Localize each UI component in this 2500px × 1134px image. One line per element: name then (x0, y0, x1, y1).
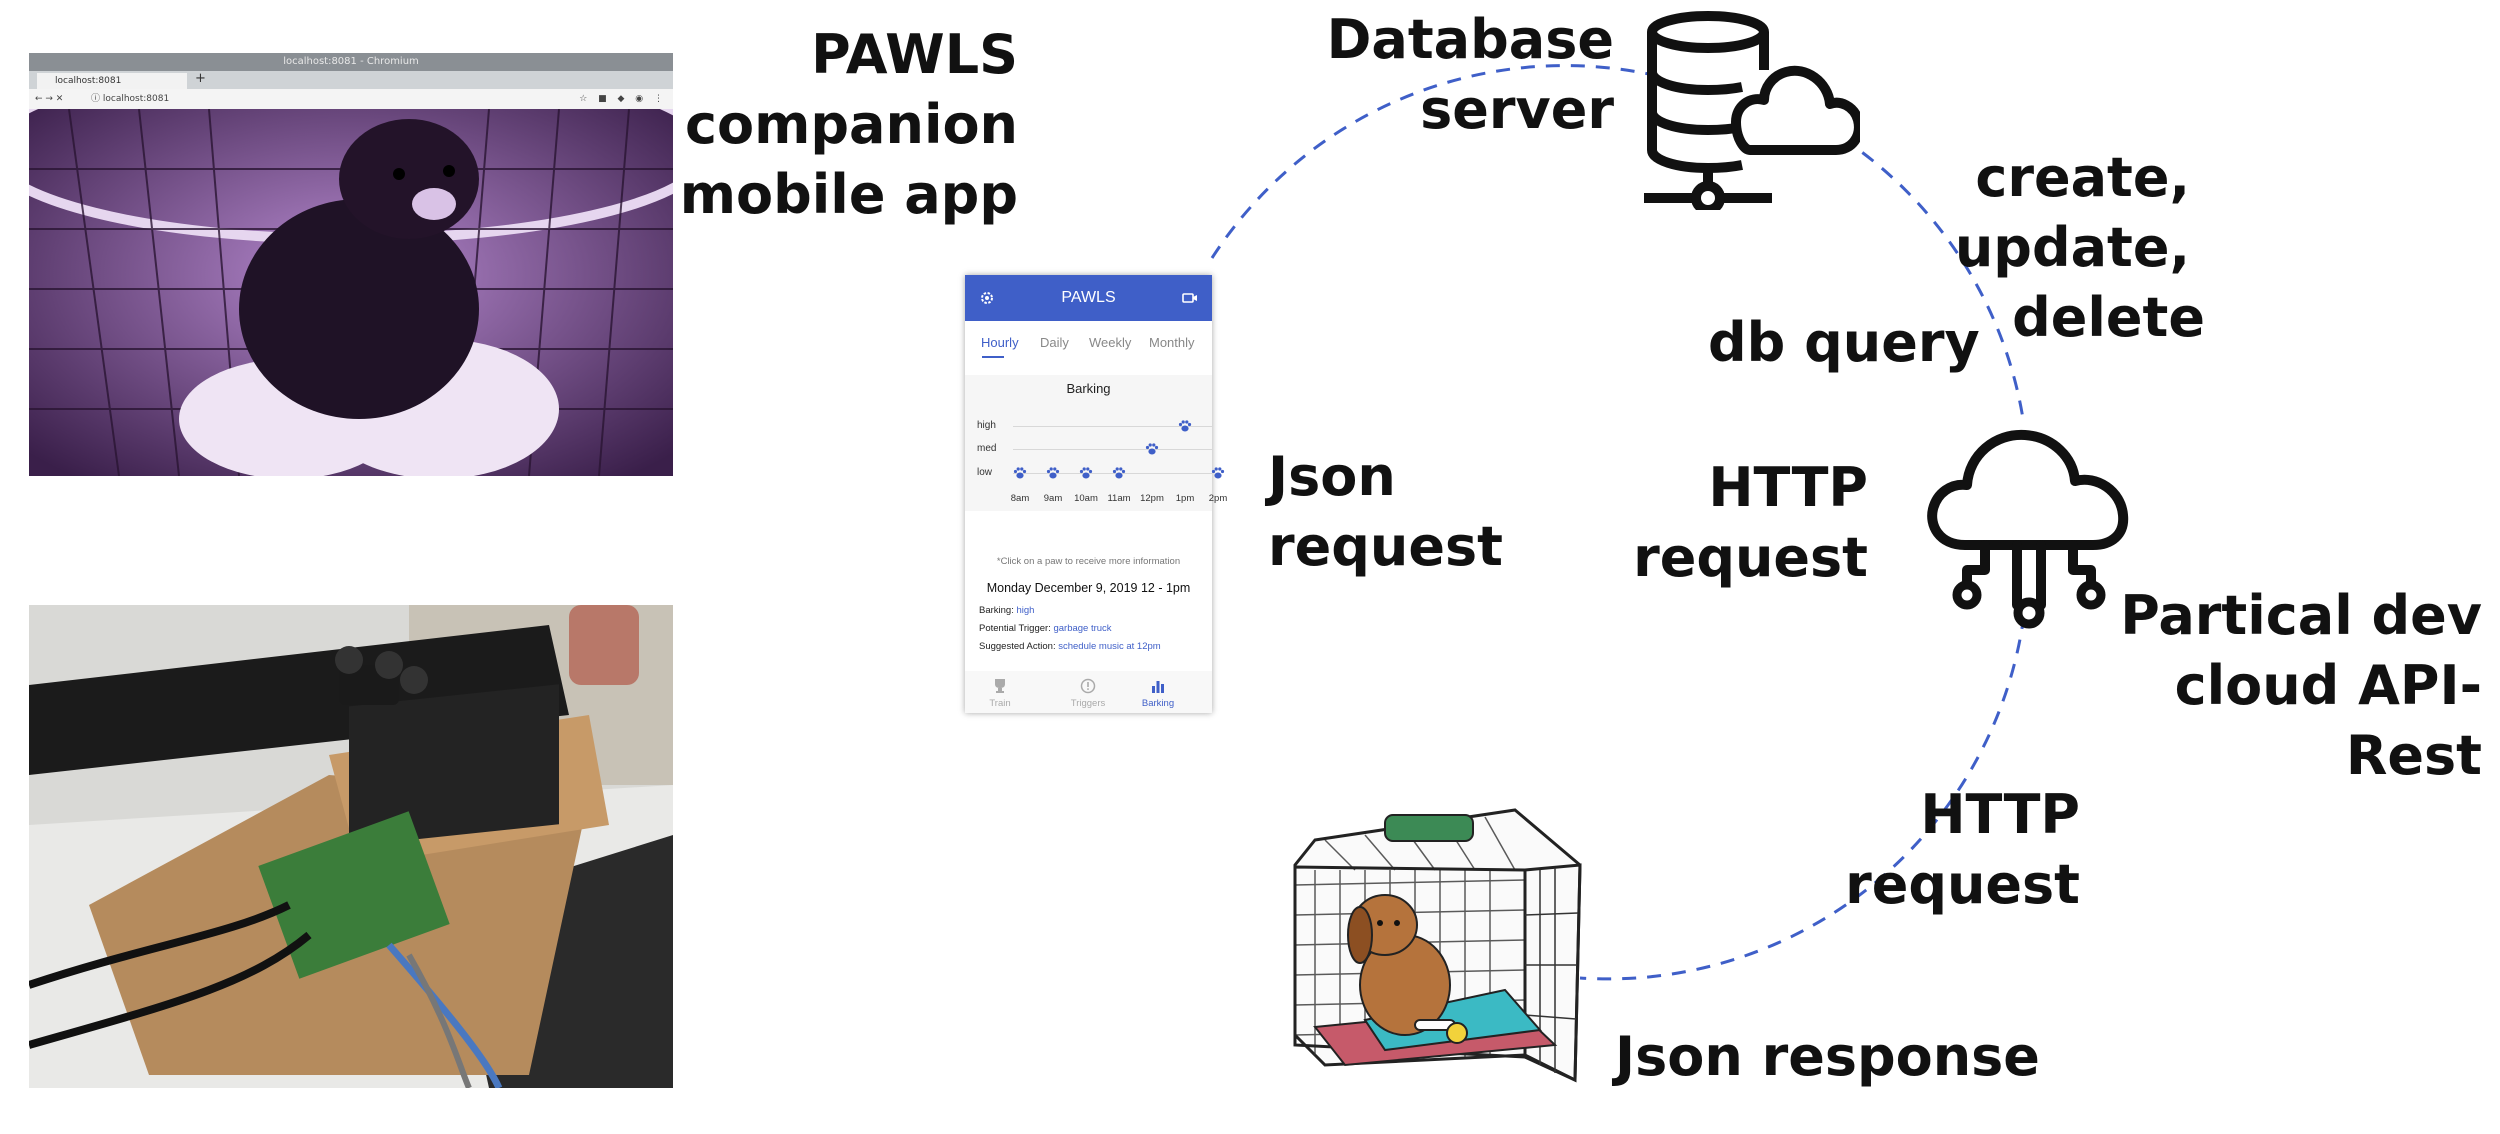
paw-icon[interactable] (1112, 466, 1126, 480)
detail-barking-value: high (1016, 605, 1035, 616)
x-tick-label: 8am (1010, 493, 1030, 504)
detail-trigger-value[interactable]: garbage truck (1053, 623, 1112, 634)
browser-tab[interactable]: localhost:8081 (37, 73, 187, 89)
arc-database-to-cloud (1841, 136, 2026, 426)
label-database-server: Database server (1300, 5, 1614, 145)
browser-camera-screenshot: localhost:8081 - Chromium localhost:8081… (29, 53, 673, 476)
dog-crate-icon (1293, 808, 1582, 1083)
browser-nav-buttons[interactable]: ← → ✕ (35, 94, 64, 104)
browser-tabbar: localhost:8081 + (29, 71, 673, 89)
label-cud-line1: create, (1975, 146, 2190, 209)
label-cloud-api-line1: Partical dev (2120, 584, 2482, 647)
arc-app-to-database (1210, 64, 1659, 259)
browser-url[interactable]: ⓘ localhost:8081 (91, 94, 170, 104)
hardware-setup-photo (29, 605, 673, 1088)
label-cud-line3: delete (2012, 286, 2205, 349)
nav-barking-label: Barking (1141, 698, 1175, 709)
level-label-high: high (977, 420, 996, 431)
nav-train-label: Train (989, 698, 1011, 709)
gridline-low (1013, 473, 1212, 474)
paw-icon[interactable] (1211, 466, 1225, 480)
detail-barking-label: Barking: (979, 605, 1014, 616)
gear-icon[interactable] (979, 290, 995, 306)
label-http-request-2-line1: HTTP (1920, 783, 2080, 846)
label-json-request-line2: request (1268, 515, 1503, 578)
level-label-med: med (977, 443, 997, 454)
app-header: PAWLS (965, 275, 1212, 321)
video-camera-icon[interactable] (1182, 292, 1198, 304)
detail-action-value[interactable]: schedule music at 12pm (1058, 641, 1161, 652)
label-create-update-delete: create, update, delete (1900, 143, 2205, 353)
tab-monthly[interactable]: Monthly (1149, 335, 1195, 350)
label-http-request-1-line1: HTTP (1708, 456, 1868, 519)
active-tab-indicator (982, 356, 1004, 358)
tab-hourly[interactable]: Hourly (981, 335, 1019, 350)
detail-trigger-label: Potential Trigger: (979, 623, 1051, 634)
bar-chart-icon (1152, 681, 1164, 693)
label-database-line2: server (1420, 78, 1614, 141)
nav-triggers-label: Triggers (1070, 698, 1106, 709)
cloud-api-icon (1927, 429, 2129, 629)
label-http-request-2: HTTP request (1830, 780, 2080, 920)
label-json-request: Json request (1268, 442, 1503, 582)
label-http-request-2-line2: request (1845, 853, 2080, 916)
browser-extension-icons[interactable]: ☆ ■ ◆ ◉ ⋮ (579, 94, 667, 104)
barking-chart: Barking low med high 8am 9am 10am 11am 12pm 1pm 2… (965, 375, 1227, 511)
tab-daily[interactable]: Daily (1040, 335, 1069, 350)
browser-address-bar: ← → ✕ ⓘ localhost:8081 ☆ ■ ◆ ◉ ⋮ (29, 89, 673, 109)
alert-icon (1080, 678, 1096, 694)
infrared-dog-camera-feed (29, 54, 673, 476)
label-database-line1: Database (1326, 8, 1614, 71)
app-title: PAWLS (1061, 289, 1116, 306)
detail-action-label: Suggested Action: (979, 641, 1056, 652)
label-json-request-line1: Json (1268, 445, 1396, 508)
label-cloud-api-line2: cloud API-Rest (2174, 654, 2482, 787)
selected-date: Monday December 9, 2019 12 - 1pm (986, 581, 1191, 595)
arc-cloud-to-device (1579, 614, 2026, 981)
x-tick-label: 10am (1074, 493, 1098, 504)
paw-icon[interactable] (1013, 466, 1027, 480)
label-db-query: db query (1708, 311, 1980, 374)
browser-title: localhost:8081 - Chromium (29, 53, 673, 71)
new-tab-button[interactable]: + (195, 71, 206, 86)
x-tick-label: 9am (1043, 493, 1063, 504)
label-cloud-api: Partical dev cloud API-Rest (2080, 581, 2482, 791)
period-tabs: Hourly Daily Weekly Monthly (965, 321, 1212, 363)
detail-action: Suggested Action: schedule music at 12pm (979, 641, 1161, 652)
chart-hint: *Click on a paw to receive more informat… (996, 556, 1181, 567)
label-http-request-1-line2: request (1633, 526, 1868, 589)
pawls-mobile-app: PAWLS Hourly Daily Weekly Monthly Barkin… (965, 275, 1227, 713)
paw-icon[interactable] (1178, 419, 1192, 433)
x-tick-label: 11am (1107, 493, 1131, 504)
database-cloud-icon (1644, 11, 1860, 210)
level-label-low: low (977, 467, 993, 478)
x-tick-label: 2pm (1208, 493, 1228, 504)
label-pawls-app-line2: companion (685, 93, 1018, 156)
trophy-icon (995, 679, 1005, 693)
x-tick-label: 12pm (1140, 493, 1164, 504)
detail-trigger: Potential Trigger: garbage truck (979, 623, 1112, 634)
gridline-high (1013, 426, 1212, 427)
paw-icon[interactable] (1046, 466, 1060, 480)
paw-icon[interactable] (1079, 466, 1093, 480)
detail-barking: Barking: high (979, 605, 1034, 616)
paw-icon[interactable] (1145, 442, 1159, 456)
label-cud-line2: update, (1954, 216, 2190, 279)
chart-title: Barking (1066, 381, 1111, 396)
label-http-request-1: HTTP request (1610, 453, 1868, 593)
gridline-med (1013, 449, 1212, 450)
label-pawls-app: PAWLS companion mobile app (640, 20, 1018, 230)
x-tick-label: 1pm (1175, 493, 1195, 504)
label-pawls-app-line1: PAWLS (811, 23, 1018, 86)
tab-weekly[interactable]: Weekly (1089, 335, 1132, 350)
label-pawls-app-line3: mobile app (679, 163, 1018, 226)
label-json-response: Json response (1615, 1025, 2040, 1088)
bottom-navigation: Train Triggers Barking (965, 671, 1212, 713)
